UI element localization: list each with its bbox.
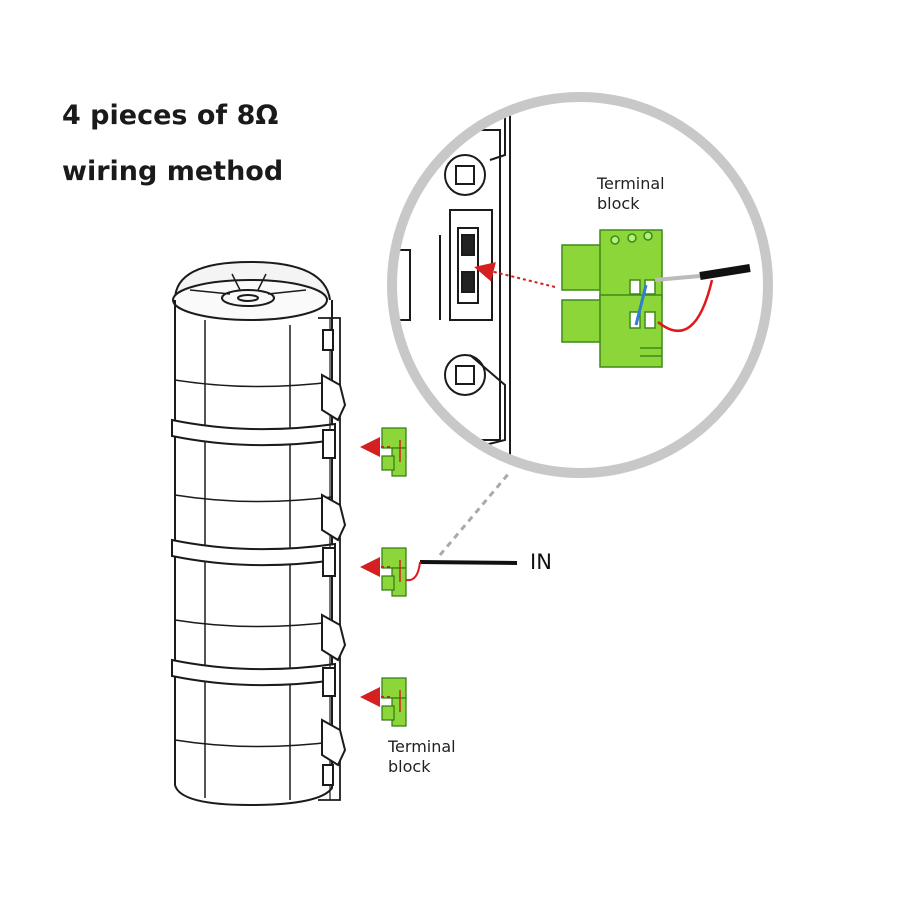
terminal-block-label-top: Terminal block <box>597 174 665 213</box>
cable-red <box>657 279 714 333</box>
title-line-1: 4 pieces of 8Ω <box>62 100 279 131</box>
speaker-column <box>171 260 347 807</box>
terminal-block-1 <box>381 427 407 477</box>
title-line-2: wiring method <box>62 156 284 187</box>
terminal-block-2 <box>381 547 407 597</box>
terminal-block-3 <box>381 677 407 727</box>
input-label: IN <box>530 550 552 574</box>
magnifier-ring <box>387 92 773 478</box>
input-red-wire <box>405 561 421 582</box>
terminal-block-label-bottom: Terminal block <box>388 737 456 776</box>
input-cable <box>419 560 518 565</box>
jumper-wire <box>634 284 648 326</box>
insert-arrow-large <box>474 262 556 288</box>
magnifier-leader <box>438 471 512 556</box>
cable-black-main <box>699 264 751 280</box>
terminal-block-large <box>561 229 663 368</box>
cable-black-top <box>654 274 701 282</box>
